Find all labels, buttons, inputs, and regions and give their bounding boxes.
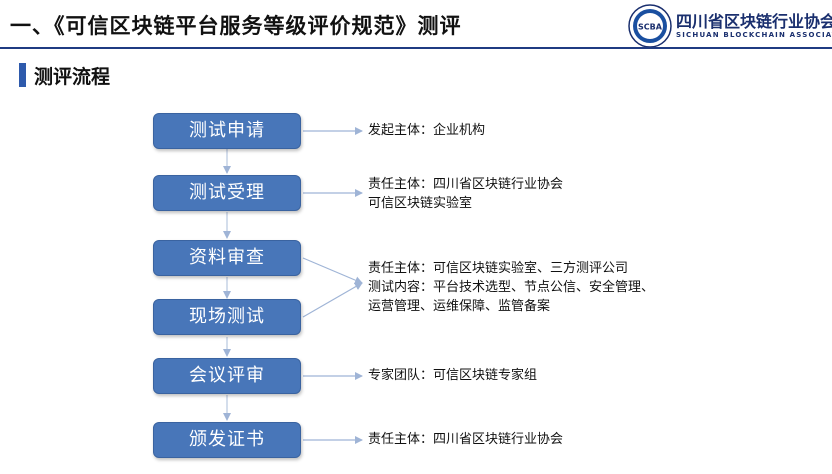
desc-acceptance: 责任主体：四川省区块链行业协会 可信区块链实验室 (368, 175, 563, 213)
side-arrow-3b (302, 282, 363, 318)
desc-line: 发起主体：企业机构 (368, 123, 486, 138)
header-divider (0, 47, 832, 49)
page-title: 一、《可信区块链平台服务等级评价规范》测评 (10, 14, 462, 38)
step-test-application: 测试申请 (153, 113, 301, 149)
association-logo: SCBA 四川省区块链行业协会 SICHUAN BLOCKCHAIN ASSOC… (628, 4, 832, 48)
desc-line: 运营管理、运维保障、监管备案 (368, 299, 551, 314)
side-arrow-3a (302, 257, 363, 284)
desc-line: 责任主体：可信区块链实验室、三方测评公司 (368, 261, 629, 276)
desc-line: 责任主体：四川省区块链行业协会 (368, 177, 564, 192)
desc-review-and-test: 责任主体：可信区块链实验室、三方测评公司 测试内容：平台技术选型、节点公信、安全… (368, 259, 654, 316)
logo-emblem-text: SCBA (638, 23, 663, 32)
desc-expert-team: 专家团队：可信区块链专家组 (368, 366, 537, 385)
logo-name-en: SICHUAN BLOCKCHAIN ASSOCIATION (676, 31, 832, 39)
step-onsite-test: 现场测试 (153, 299, 301, 335)
desc-line: 可信区块链实验室 (368, 196, 473, 211)
desc-line: 测试内容：平台技术选型、节点公信、安全管理、 (368, 280, 655, 295)
desc-certificate: 责任主体：四川省区块链行业协会 (368, 430, 563, 449)
step-test-acceptance: 测试受理 (153, 175, 301, 211)
step-meeting-review: 会议评审 (153, 358, 301, 394)
desc-line: 责任主体：四川省区块链行业协会 (368, 432, 564, 447)
step-document-review: 资料审查 (153, 240, 301, 276)
section-title: 测评流程 (34, 66, 111, 88)
section-accent-bar (19, 63, 26, 87)
desc-line: 专家团队：可信区块链专家组 (368, 368, 538, 383)
step-certificate-issuance: 颁发证书 (153, 422, 301, 458)
logo-name-cn: 四川省区块链行业协会 (676, 12, 832, 31)
desc-initiator: 发起主体：企业机构 (368, 121, 485, 140)
scba-emblem-icon: SCBA (628, 4, 672, 48)
